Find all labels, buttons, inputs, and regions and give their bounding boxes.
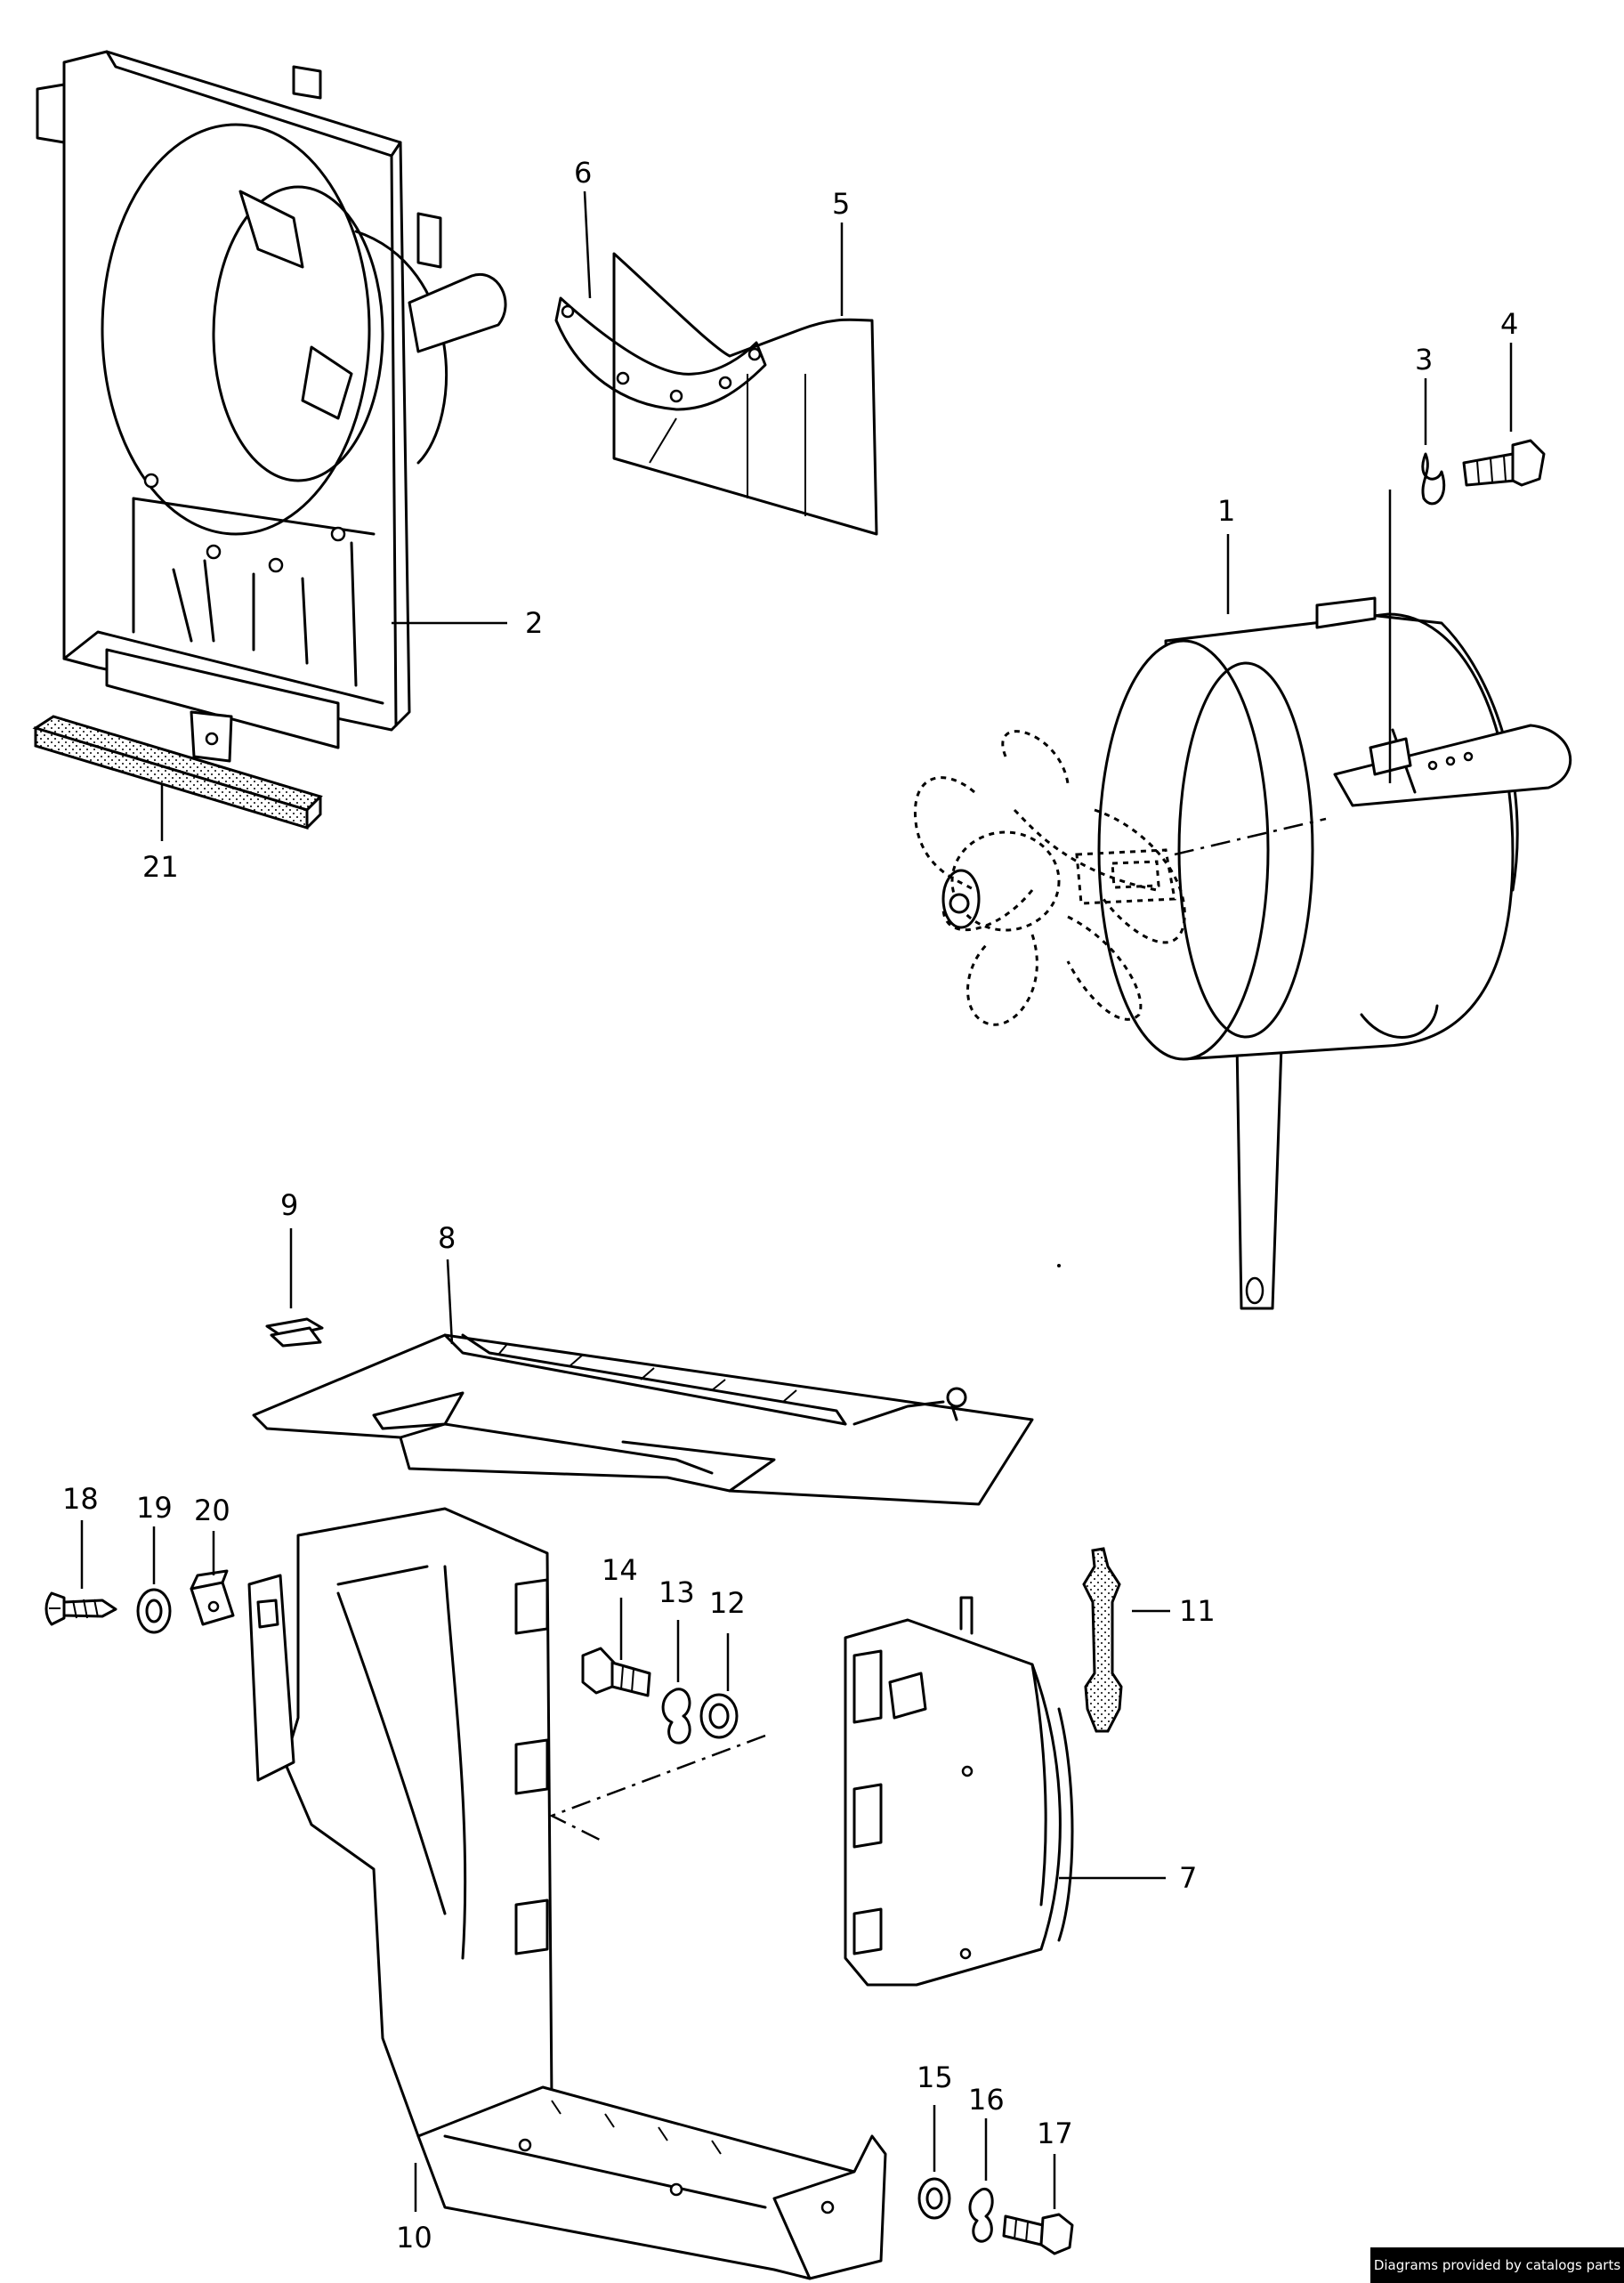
callout-6: 6 (574, 156, 592, 299)
bolt-14 (581, 1647, 651, 1697)
callout-label-2: 2 (525, 606, 543, 640)
callout-21: 21 (142, 783, 179, 884)
callout-label-21: 21 (142, 850, 179, 884)
callout-3: 3 (1415, 343, 1433, 445)
screw-18 (44, 1591, 117, 1626)
callout-1: 1 (1217, 494, 1235, 614)
callout-16: 16 (968, 2083, 1005, 2181)
callout-label-14: 14 (602, 1553, 638, 1587)
radiator-fan-assembly (914, 596, 1572, 1310)
callout-7: 7 (1059, 1861, 1197, 1895)
cover-gasket (554, 296, 767, 411)
callout-9: 9 (280, 1188, 298, 1308)
washer-19 (136, 1588, 172, 1634)
clip-9 (265, 1317, 324, 1348)
callout-5: 5 (832, 187, 850, 316)
bolt-4 (1462, 439, 1546, 487)
lock-washer-13 (661, 1688, 691, 1745)
callout-4: 4 (1500, 307, 1518, 432)
foam-seal-strip (32, 715, 323, 830)
right-side-shroud (844, 1596, 1074, 1987)
callout-label-19: 19 (136, 1491, 173, 1525)
bolt-17 (1002, 2213, 1074, 2255)
lower-side-shroud (247, 1507, 887, 2280)
callout-12: 12 (709, 1586, 746, 1691)
callout-label-9: 9 (280, 1188, 298, 1222)
callout-10: 10 (396, 2163, 432, 2255)
callout-14: 14 (602, 1553, 638, 1660)
callout-label-1: 1 (1217, 494, 1235, 528)
callout-2: 2 (392, 606, 543, 640)
cover-plate (612, 252, 878, 536)
callout-label-10: 10 (396, 2221, 432, 2255)
rubber-mount-11 (1082, 1547, 1123, 1733)
washer-15 (917, 2177, 951, 2220)
callout-13: 13 (658, 1575, 695, 1682)
credit-banner: Diagrams provided by catalogs parts (1370, 2247, 1624, 2283)
stray-dot (1057, 1264, 1061, 1267)
callout-label-8: 8 (438, 1221, 456, 1255)
lock-washer-16 (968, 2187, 994, 2243)
callout-19: 19 (136, 1491, 173, 1584)
fan-shroud-frame (36, 50, 507, 763)
callout-label-12: 12 (709, 1586, 746, 1620)
callout-label-15: 15 (917, 2060, 953, 2094)
washer-12 (699, 1693, 739, 1739)
callout-label-6: 6 (574, 156, 592, 190)
callout-15: 15 (917, 2060, 953, 2172)
air-deflector (252, 1333, 1034, 1506)
callout-label-13: 13 (658, 1575, 695, 1609)
callout-label-7: 7 (1179, 1861, 1197, 1895)
callout-11: 11 (1132, 1594, 1216, 1628)
lock-washer-3 (1388, 452, 1446, 783)
callout-label-18: 18 (62, 1482, 99, 1516)
callout-18: 18 (62, 1482, 99, 1589)
callout-label-17: 17 (1037, 2117, 1073, 2150)
callout-label-4: 4 (1500, 307, 1518, 341)
callout-8: 8 (438, 1221, 456, 1345)
clip-nut-20 (190, 1569, 235, 1626)
callout-17: 17 (1037, 2117, 1073, 2209)
callout-label-3: 3 (1415, 343, 1433, 376)
mounting-centerline (548, 1734, 766, 1844)
callout-label-16: 16 (968, 2083, 1005, 2117)
callout-label-11: 11 (1179, 1594, 1216, 1628)
callout-20: 20 (194, 1494, 230, 1575)
callout-label-20: 20 (194, 1494, 230, 1527)
callout-label-5: 5 (832, 187, 850, 221)
